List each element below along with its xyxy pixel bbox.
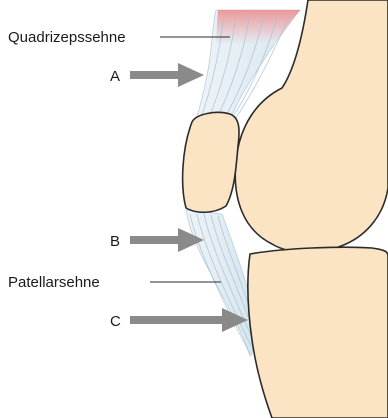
quadriceps-tendon-label: Quadrizepssehne [8, 29, 126, 46]
tibia [248, 247, 388, 418]
arrow-c-label: C [110, 313, 121, 330]
arrow-a-label: A [110, 68, 120, 85]
patellar-tendon-label: Patellarsehne [8, 274, 100, 291]
patellar-tendon-shape [186, 210, 253, 356]
patella [183, 112, 239, 212]
arrow-b-label: B [110, 233, 120, 250]
arrow-a [130, 63, 204, 87]
